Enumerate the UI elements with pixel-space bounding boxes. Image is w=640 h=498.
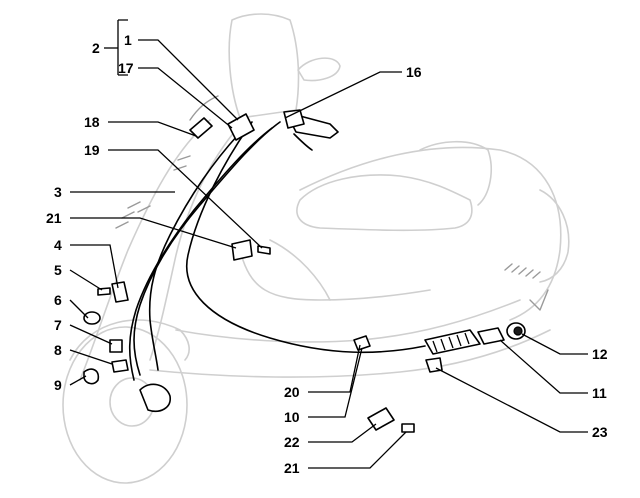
callout-11: 11 — [592, 385, 607, 401]
cable-end-cap-12 — [506, 322, 526, 340]
callout-17: 17 — [118, 60, 134, 76]
callout-12: 12 — [592, 346, 608, 362]
callout-16: 16 — [406, 64, 422, 80]
brake-pump-1 — [227, 113, 255, 141]
callout-1: 1 — [124, 32, 132, 48]
bolt-7 — [109, 339, 123, 353]
clip-9 — [83, 368, 100, 385]
callout-6: 6 — [54, 292, 62, 308]
callout-9: 9 — [54, 377, 62, 393]
cable-assembly — [128, 121, 426, 381]
callout-21-lower: 21 — [284, 460, 300, 476]
cable-guide-4 — [111, 281, 129, 303]
callout-18: 18 — [84, 114, 100, 130]
cable-clip-10 — [353, 335, 371, 351]
scooter-body-outline — [62, 13, 570, 484]
callout-21-upper: 21 — [46, 210, 62, 226]
callout-19: 19 — [84, 142, 100, 158]
callout-8: 8 — [54, 342, 62, 358]
right-handlebar-grip — [283, 109, 339, 139]
screw-21-lower — [401, 423, 415, 433]
cable-adjuster-spring — [424, 329, 481, 355]
callout-5: 5 — [54, 262, 62, 278]
brake-caliper — [139, 383, 171, 412]
leader-lines — [69, 19, 588, 469]
callout-4: 4 — [54, 237, 62, 253]
cable-nut-11 — [477, 327, 505, 345]
callout-23: 22 — [284, 434, 300, 450]
washer-6 — [83, 311, 101, 325]
nut-8 — [111, 359, 129, 373]
callout-22: 23 — [592, 424, 608, 440]
callout-3: 3 — [54, 184, 62, 200]
callout-7: 7 — [54, 317, 62, 333]
callout-2: 2 — [92, 40, 100, 56]
screw-19 — [257, 245, 271, 255]
callout-20: 20 — [284, 384, 300, 400]
brake-lever — [293, 133, 313, 151]
callout-labels: 2 1 17 16 18 19 3 21 4 5 6 7 8 9 20 10 2… — [46, 32, 608, 476]
callout-10: 10 — [284, 409, 300, 425]
bracket-21-upper — [231, 239, 253, 261]
